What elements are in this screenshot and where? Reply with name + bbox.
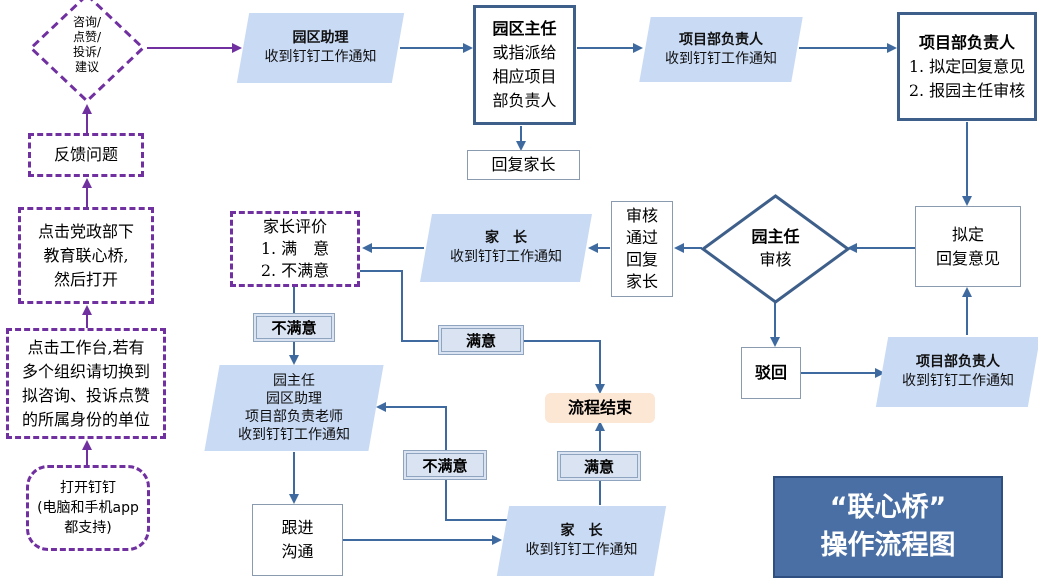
unsatisfied-text-1: 不满意: [256, 316, 332, 339]
director-assign-node: 园区主任 或指派给 相应项目 部负责人: [473, 5, 576, 125]
parent-eval-line: 1. 满 意: [260, 239, 330, 258]
lead-notify-title: 项目部负责人: [679, 31, 763, 48]
parent-notify-node-1: 家 长 收到钉钉工作通知: [420, 214, 592, 282]
follow-up-line: 沟通: [281, 542, 314, 561]
parent-eval-line: 家长评价: [262, 217, 327, 236]
diagram-title-box: “联心桥” 操作流程图: [773, 476, 1003, 578]
draft-reply-line: 拟定: [951, 224, 984, 244]
director-assign-line: 相应项目: [492, 67, 557, 86]
parent-notify2-sub: 收到钉钉工作通知: [525, 542, 638, 558]
diagram-title-line: 操作流程图: [820, 530, 956, 561]
satisfied-text-1: 满意: [441, 328, 521, 352]
unsatisfied-label-2: 不满意: [403, 450, 487, 480]
lead-tasks-title: 项目部负责人: [918, 32, 1015, 52]
parent-eval-line: 2. 不满意: [260, 261, 330, 280]
parent-notify-sub: 收到钉钉工作通知: [450, 249, 562, 265]
process-end-node: 流程结束: [545, 393, 655, 423]
approved-line: 家长: [625, 272, 658, 291]
approved-line: 通过: [625, 228, 658, 247]
follow-up-line: 跟进: [281, 518, 314, 537]
click-workbench-node: 点击工作台,若有 多个组织请切换到 拟咨询、投诉点赞 的所属身份的单位: [6, 328, 166, 439]
assistant-notify-node: 园区助理 收到钉钉工作通知: [236, 13, 405, 83]
inquiry-line: 咨询/: [72, 15, 102, 29]
lead-notify2-sub: 收到钉钉工作通知: [902, 373, 1014, 389]
project-lead-notify-node: 项目部负责人 收到钉钉工作通知: [639, 17, 803, 82]
inquiry-line: 建议: [74, 60, 99, 74]
open-dingtalk-node: 打开钉钉 (电脑和手机app 都支持): [26, 465, 150, 551]
project-lead-notify-node-2: 项目部负责人 收到钉钉工作通知: [875, 337, 1038, 407]
lead-notify2-title: 项目部负责人: [916, 354, 1000, 370]
assistant-sub: 收到钉钉工作通知: [264, 49, 377, 65]
inquiry-line: 点赞/: [72, 30, 102, 44]
parent-notify-title: 家 长: [485, 230, 527, 246]
process-end-label: 流程结束: [567, 398, 632, 417]
feedback-label: 反馈问题: [53, 145, 118, 164]
approved-line: 回复: [625, 250, 658, 269]
reject-label: 驳回: [754, 363, 787, 382]
satisfied-label-1: 满意: [438, 325, 524, 355]
unsatisfied-text-2: 不满意: [406, 453, 484, 477]
reject-node: 驳回: [741, 347, 801, 399]
multi-notify-line: 园区助理: [266, 391, 322, 407]
reply-parent-node: 回复家长: [467, 150, 580, 180]
parent-eval-node: 家长评价 1. 满 意 2. 不满意: [230, 211, 360, 287]
unsatisfied-label-1: 不满意: [253, 313, 335, 342]
draft-reply-node: 拟定 回复意见: [915, 206, 1021, 287]
inquiry-diamond: 咨询/ 点赞/ 投诉/ 建议: [27, 0, 147, 105]
satisfied-label-2: 满意: [557, 451, 641, 481]
director-assign-line: 或指派给: [492, 43, 557, 62]
satisfied-text-2: 满意: [560, 454, 638, 478]
approved-line: 审核: [625, 206, 658, 225]
director-assign-line: 园区主任: [492, 19, 557, 38]
parent-notify2-title: 家 长: [560, 523, 603, 539]
draft-reply-line: 回复意见: [935, 248, 1000, 268]
lead-tasks-line: 1. 拟定回复意见: [908, 56, 1026, 76]
director-review-diamond: 园主任 审核: [700, 193, 851, 305]
lead-tasks-line: 2. 报园主任审核: [908, 80, 1026, 100]
workbench-line: 多个组织请切换到: [21, 361, 150, 381]
parent-notify-node-2: 家 长 收到钉钉工作通知: [496, 506, 667, 576]
arrow-eval-to-end: [360, 270, 605, 394]
multi-notify-line: 收到钉钉工作通知: [238, 427, 350, 443]
assistant-title: 园区助理: [292, 30, 349, 46]
multi-notify-line: 园主任: [273, 373, 315, 389]
follow-up-node: 跟进 沟通: [252, 504, 343, 576]
workbench-line: 拟咨询、投诉点赞: [21, 385, 150, 405]
project-lead-tasks-node: 项目部负责人 1. 拟定回复意见 2. 报园主任审核: [897, 12, 1037, 121]
director-assign-line: 部负责人: [492, 91, 557, 110]
lead-notify-sub: 收到钉钉工作通知: [665, 50, 777, 67]
director-review-title: 园主任: [751, 227, 800, 246]
open-dingtalk-line: 打开钉钉: [60, 480, 116, 496]
multi-notify-node: 园主任 园区助理 项目部负责老师 收到钉钉工作通知: [204, 365, 384, 451]
multi-notify-line: 项目部负责老师: [245, 409, 343, 425]
click-party-line: 点击党政部下: [37, 221, 134, 241]
open-dingtalk-line: 都支持): [64, 520, 112, 536]
feedback-node: 反馈问题: [28, 133, 144, 177]
click-party-line: 教育联心桥,: [43, 245, 129, 265]
workbench-line: 点击工作台,若有: [27, 337, 145, 357]
click-party-line: 然后打开: [53, 269, 118, 289]
director-review-sub: 审核: [759, 250, 792, 269]
approved-reply-node: 审核 通过 回复 家长: [611, 201, 673, 297]
open-dingtalk-line: (电脑和手机app: [37, 500, 139, 516]
inquiry-line: 投诉/: [72, 45, 102, 59]
diagram-title-line: “联心桥”: [829, 492, 947, 523]
reply-parent-label: 回复家长: [491, 155, 556, 174]
workbench-line: 的所属身份的单位: [21, 409, 150, 429]
click-party-node: 点击党政部下 教育联心桥, 然后打开: [18, 207, 154, 304]
